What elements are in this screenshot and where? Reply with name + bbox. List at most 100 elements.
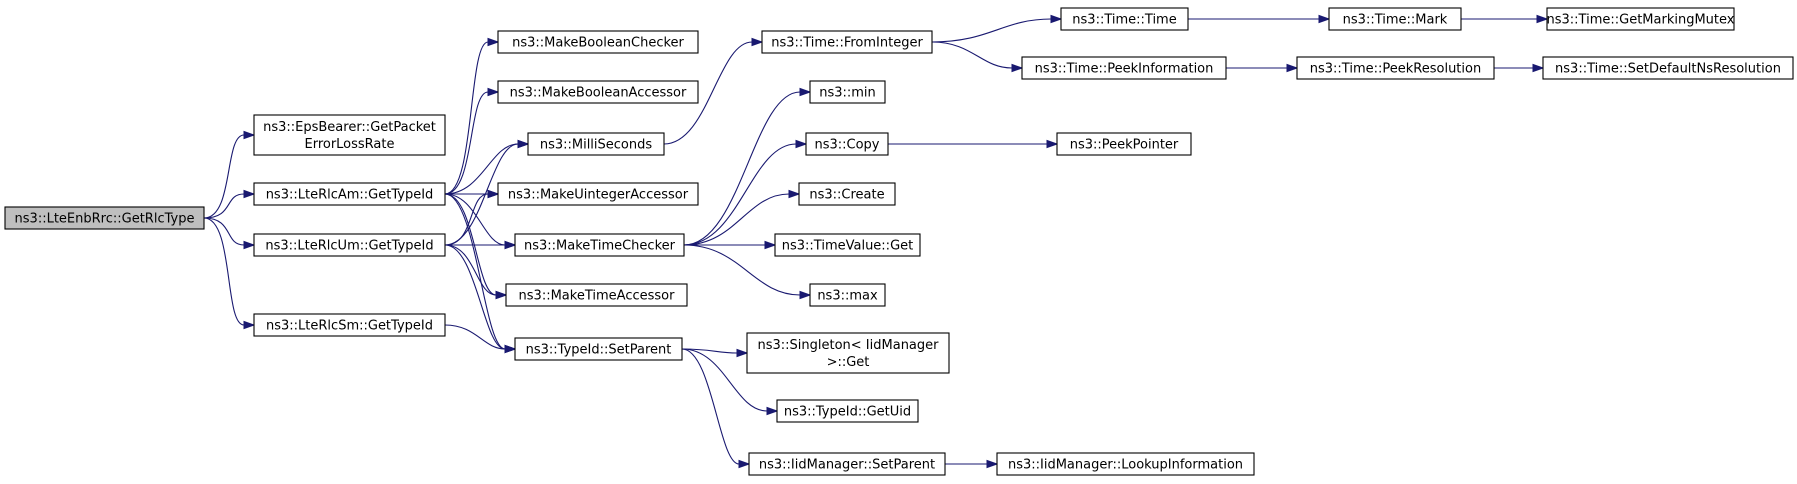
node-label: ns3::Copy (814, 138, 879, 153)
edge-um-to-mua (444, 189, 500, 246)
node-label: ns3::TypeId::GetUid (784, 405, 911, 420)
edge-mark-to-gmm (1461, 14, 1549, 24)
node-box (805, 132, 889, 156)
node-label: ns3::MakeUintegerAccessor (508, 188, 689, 203)
arrowhead (799, 290, 812, 300)
node-box (1542, 56, 1794, 80)
node-label: >::Get (827, 355, 870, 370)
node-gmm[interactable]: ns3::Time::GetMarkingMutex (1546, 7, 1735, 31)
node-lookup[interactable]: ns3::IidManager::LookupInformation (996, 452, 1255, 476)
node-peekinfo[interactable]: ns3::Time::PeekInformation (1021, 56, 1227, 80)
arrowhead (799, 87, 812, 97)
node-box (1056, 132, 1192, 156)
edge-iidsp-to-lookup (944, 459, 999, 469)
node-box (1546, 7, 1735, 31)
arrowhead (1011, 63, 1024, 73)
node-label: ns3::Time::Mark (1343, 13, 1448, 28)
edge-line (683, 91, 801, 246)
node-label: ns3::Singleton< IidManager (757, 338, 939, 353)
edge-mtc-to-max (683, 244, 812, 300)
node-box (1296, 56, 1495, 80)
node-label: ns3::min (819, 86, 876, 101)
node-tvg[interactable]: ns3::TimeValue::Get (774, 233, 921, 257)
node-um[interactable]: ns3::LteRlcUm::GetTypeId (253, 233, 446, 257)
node-time[interactable]: ns3::Time::Time (1060, 7, 1189, 31)
node-label: ns3::IidManager::LookupInformation (1008, 458, 1243, 473)
node-copy[interactable]: ns3::Copy (805, 132, 889, 156)
arrowhead (495, 290, 508, 300)
arrowhead (243, 320, 256, 330)
edge-line (683, 193, 790, 246)
node-label: ns3::LteEnbRrc::GetRlcType (15, 212, 195, 227)
node-peekres[interactable]: ns3::Time::PeekResolution (1296, 56, 1495, 80)
node-create[interactable]: ns3::Create (798, 182, 896, 206)
node-box (253, 313, 446, 337)
edge-line (444, 193, 506, 350)
arrowhead (738, 459, 751, 469)
edge-line (683, 143, 797, 246)
node-root[interactable]: ns3::LteEnbRrc::GetRlcType (4, 206, 205, 230)
node-box (774, 233, 921, 257)
edge-line (444, 244, 506, 350)
node-mtc[interactable]: ns3::MakeTimeChecker (514, 233, 685, 257)
edge-um-to-mtc (445, 240, 517, 250)
node-label: ns3::Create (809, 188, 884, 203)
edge-root-to-sm (203, 217, 256, 330)
node-fi[interactable]: ns3::Time::FromInteger (761, 30, 933, 54)
node-box (761, 30, 933, 54)
edge-line (444, 41, 489, 195)
edge-time-to-mark (1188, 14, 1331, 24)
node-label: ns3::IidManager::SetParent (759, 458, 935, 473)
arrowhead (504, 344, 517, 354)
node-mua[interactable]: ns3::MakeUintegerAccessor (497, 182, 699, 206)
node-sdnr[interactable]: ns3::Time::SetDefaultNsResolution (1542, 56, 1794, 80)
edge-line (203, 217, 245, 246)
node-mbc[interactable]: ns3::MakeBooleanChecker (497, 30, 699, 54)
edge-line (203, 217, 245, 326)
node-box (497, 80, 699, 104)
node-sp[interactable]: ns3::TypeId::SetParent (514, 337, 683, 361)
arrowhead (1318, 14, 1331, 24)
node-min[interactable]: ns3::min (809, 80, 886, 104)
edges (203, 14, 1549, 469)
edge-line (203, 193, 245, 219)
node-max[interactable]: ns3::max (809, 283, 886, 307)
node-box (996, 452, 1255, 476)
node-pp[interactable]: ns3::PeekPointer (1056, 132, 1192, 156)
node-mark[interactable]: ns3::Time::Mark (1328, 7, 1462, 31)
node-uid[interactable]: ns3::TypeId::GetUid (776, 399, 919, 423)
node-box (798, 182, 896, 206)
node-box (514, 337, 683, 361)
edge-line (681, 348, 740, 465)
node-sing[interactable]: ns3::Singleton< IidManager>::Get (746, 332, 950, 374)
node-iidsp[interactable]: ns3::IidManager::SetParent (748, 452, 946, 476)
nodes: ns3::LteEnbRrc::GetRlcType ns3::EpsBearer… (4, 7, 1794, 476)
node-box (746, 332, 950, 374)
arrowhead (487, 37, 500, 47)
edge-line (444, 193, 506, 246)
node-label: ns3::LteRlcUm::GetTypeId (265, 239, 433, 254)
node-ms[interactable]: ns3::MilliSeconds (527, 132, 665, 156)
arrowhead (986, 459, 999, 469)
edge-line (663, 41, 753, 145)
node-box (497, 30, 699, 54)
arrowhead (1532, 63, 1545, 73)
edge-line (931, 18, 1052, 43)
edge-line (203, 134, 245, 219)
edge-am-to-sp (444, 193, 517, 354)
node-am[interactable]: ns3::LteRlcAm::GetTypeId (253, 182, 446, 206)
edge-am-to-mba (444, 87, 500, 195)
node-sm[interactable]: ns3::LteRlcSm::GetTypeId (253, 313, 446, 337)
edge-root-to-eps (203, 130, 256, 219)
node-label: ns3::max (817, 289, 878, 304)
node-label: ns3::TypeId::SetParent (526, 343, 672, 358)
node-mta[interactable]: ns3::MakeTimeAccessor (505, 283, 688, 307)
edge-line (444, 91, 489, 195)
edge-am-to-mbc (444, 37, 500, 195)
arrowhead (487, 189, 500, 199)
node-box (748, 452, 946, 476)
edge-line (444, 244, 497, 296)
node-mba[interactable]: ns3::MakeBooleanAccessor (497, 80, 699, 104)
node-label: ns3::LteRlcAm::GetTypeId (266, 188, 434, 203)
